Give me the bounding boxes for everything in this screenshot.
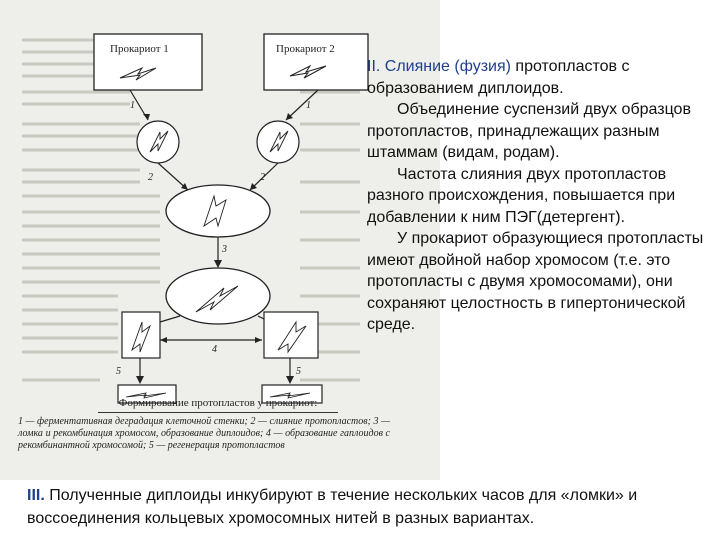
arrowhead-5-left <box>136 376 144 384</box>
step-label: 4 <box>212 344 217 355</box>
arrowhead-1-left <box>143 114 150 120</box>
step-label: 2 <box>148 172 153 183</box>
fused-chromosomes-icon <box>203 194 227 228</box>
caption-text: 1 — ферментативная деградация клеточной … <box>18 416 390 452</box>
step-label: 5 <box>116 366 121 377</box>
chromosome-2-icon <box>289 64 327 79</box>
section-ii-accent: Слияние (фузия) <box>384 58 511 75</box>
arrowhead-2-left <box>181 183 188 190</box>
section-iii-body: Полученные диплоиды инкубируют в течение… <box>27 487 638 527</box>
haploid-1-chromosome-icon <box>131 321 151 353</box>
arrowhead-1-right <box>286 113 293 120</box>
arrow-4-left <box>159 315 181 323</box>
haploid-2-chromosome-icon <box>277 320 307 354</box>
arrowhead-2-right <box>250 183 257 190</box>
prokaryote-1-box <box>93 33 203 91</box>
recombined-chromosome-icon <box>195 285 239 313</box>
arrow-2-right <box>249 162 279 191</box>
chromosome-3-icon <box>149 130 169 153</box>
prokaryote-2-label: Прокариот 2 <box>276 43 335 55</box>
arrow-1-right <box>285 89 319 121</box>
section-ii-numeral: II. <box>367 58 385 75</box>
regenerated-chromosome-2-icon <box>269 392 311 399</box>
prokaryote-2-box <box>263 33 369 91</box>
step-label: 1 <box>130 100 135 111</box>
step-label: 2 <box>260 172 265 183</box>
section-ii-paragraph-1: Объединение суспензий двух образцов прот… <box>367 101 691 161</box>
section-ii-paragraph-2: Частота слияния двух протопластов разног… <box>367 165 676 226</box>
regenerated-chromosome-1-icon <box>125 392 167 399</box>
regenerated-cell-2 <box>261 384 323 404</box>
chromosome-1-icon <box>119 66 157 81</box>
arrowhead-4-right <box>255 337 262 343</box>
background-text-lines <box>22 38 360 382</box>
section-ii-text: II. Слияние (фузия) протопластов с образ… <box>367 56 707 336</box>
regenerated-cell-1 <box>117 384 177 404</box>
figure-caption: Формирование протопластов у прокариот: 1… <box>18 397 416 471</box>
caption-title: Формирование протопластов у прокариот: <box>98 397 338 413</box>
section-iii-numeral: III. <box>27 487 45 504</box>
textbook-figure-scan: Прокариот 1 Прокариот 2 1 1 2 2 3 <box>0 0 440 480</box>
arrowhead-5-right <box>286 376 294 384</box>
section-ii-paragraph-3: У прокариот образующиеся протопласты име… <box>367 230 704 333</box>
arrowhead-4-left <box>160 337 167 343</box>
section-ii-heading: II. Слияние (фузия) протопластов с образ… <box>367 56 707 99</box>
arrowhead-3 <box>214 260 222 268</box>
step-label: 1 <box>306 100 311 111</box>
step-label: 3 <box>221 244 227 255</box>
protoplast-diagram: Прокариот 1 Прокариот 2 1 1 2 2 3 <box>22 33 369 404</box>
prokaryote-1-label: Прокариот 1 <box>110 43 169 55</box>
section-ii-heading-rest: протопластов с образованием диплоидов. <box>367 58 630 97</box>
section-iii-text: III. Полученные диплоиды инкубируют в те… <box>27 484 707 530</box>
chromosome-4-icon <box>269 130 289 153</box>
step-label: 5 <box>296 366 301 377</box>
